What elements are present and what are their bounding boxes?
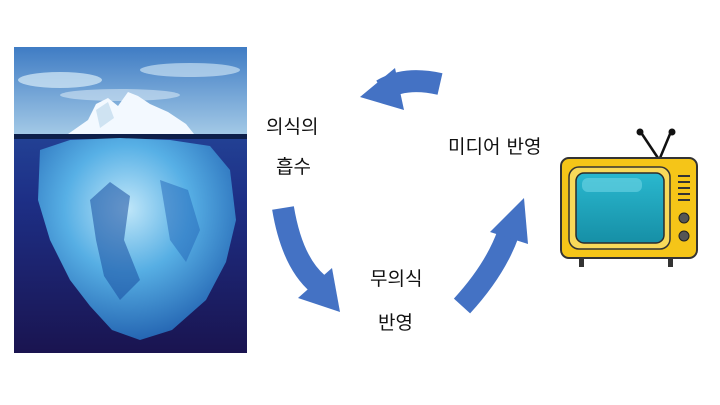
- label-media-reflection: 미디어 반영: [448, 136, 542, 158]
- iceberg-image: [14, 47, 247, 353]
- label-unconscious-reflection-line1: 무의식: [370, 268, 423, 290]
- arrow-to-media: [453, 198, 528, 314]
- label-unconscious-reflection-line2: 반영: [378, 312, 413, 334]
- label-conscious-absorption-line2: 흡수: [276, 156, 311, 178]
- label-conscious-absorption-line1: 의식의: [266, 116, 319, 138]
- retro-tv-icon: [560, 128, 698, 267]
- arrow-to-unconscious: [272, 206, 340, 312]
- arrow-absorb-from-media: [360, 68, 443, 110]
